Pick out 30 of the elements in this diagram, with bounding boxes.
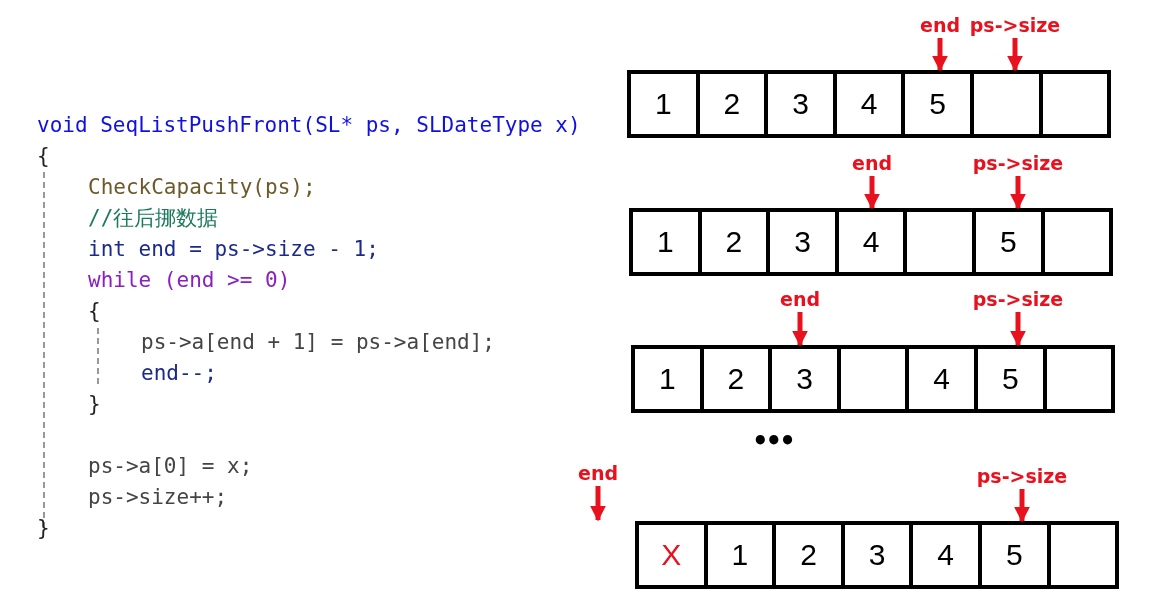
pointer-label: ps->size [972,288,1064,310]
code-line: end--; [141,360,217,386]
code-line: } [88,391,101,417]
code-line: //往后挪数据 [88,205,219,231]
pointer-arrow [1010,312,1026,347]
pointer-label: end [920,14,960,36]
pointer-label: end [578,462,618,484]
code-line: } [37,515,50,541]
pointer-arrow [1010,176,1026,210]
pointer-label: ps->size [969,14,1061,36]
code-line: void SeqListPushFront(SL* ps, SLDateType x) [37,112,581,138]
pointer-arrow [1007,38,1023,72]
ellipsis: ••• [752,428,793,454]
pointer-arrow [792,312,808,347]
pointer-arrow [1014,489,1030,523]
code-line: { [37,143,50,169]
code-line: ps->a[0] = x; [88,453,253,479]
pointer-label: ps->size [972,152,1064,174]
code-line: { [88,298,101,324]
pointer-arrow [590,486,606,522]
pointer-label: end [780,288,820,310]
pointer-arrow [864,176,880,210]
code-line: CheckCapacity(ps); [88,174,316,200]
pointer-label: ps->size [976,465,1068,487]
pointer-label: end [852,152,892,174]
code-line: ps->size++; [88,484,228,510]
code-line: int end = ps->size - 1; [88,236,379,262]
pointer-arrow [932,38,948,72]
code-line: ps->a[end + 1] = ps->a[end]; [141,329,495,355]
code-line: while (end >= 0) [88,267,291,293]
